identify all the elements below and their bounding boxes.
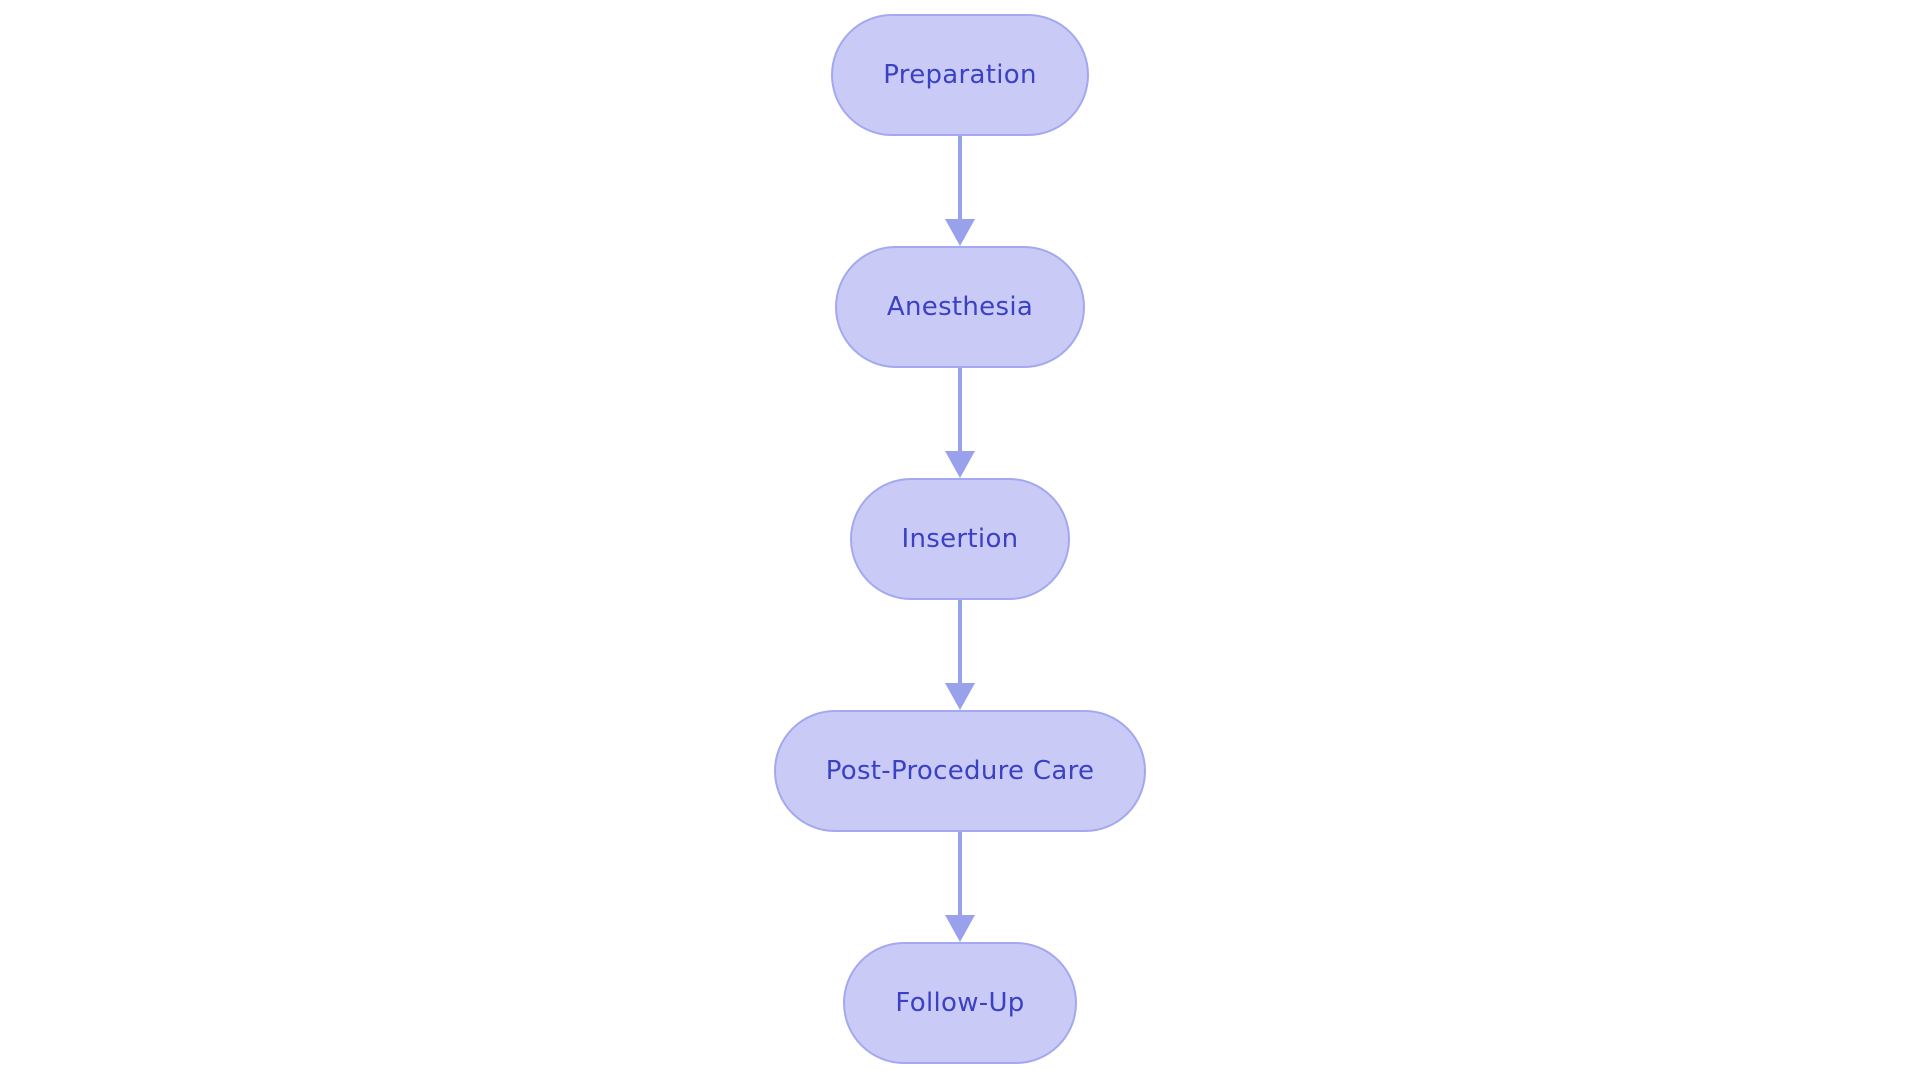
- arrow-head: [945, 219, 975, 246]
- arrow-shaft: [958, 136, 962, 219]
- arrow-down-icon: [945, 368, 975, 478]
- flow-node-anesthesia: Anesthesia: [834, 246, 1086, 368]
- arrow-shaft: [958, 832, 962, 915]
- arrow-down-icon: [945, 832, 975, 942]
- flow-node-insertion: Insertion: [849, 478, 1071, 600]
- flow-node-follow-up: Follow-Up: [843, 942, 1077, 1064]
- arrow-head: [945, 683, 975, 710]
- flow-node-preparation: Preparation: [831, 14, 1089, 136]
- arrow-head: [945, 451, 975, 478]
- arrow-down-icon: [945, 600, 975, 710]
- arrow-shaft: [958, 368, 962, 451]
- arrow-head: [945, 915, 975, 942]
- flow-node-post-procedure-care: Post-Procedure Care: [773, 710, 1147, 832]
- arrow-shaft: [958, 600, 962, 683]
- arrow-down-icon: [945, 136, 975, 246]
